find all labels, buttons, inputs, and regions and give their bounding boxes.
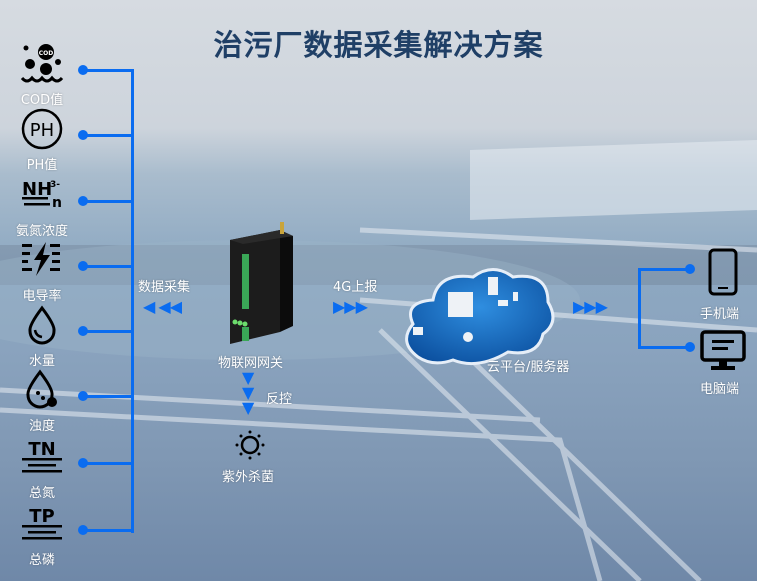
monitor-icon[interactable] xyxy=(700,330,746,372)
client-link xyxy=(638,268,690,271)
client-label: 手机端 xyxy=(700,307,740,322)
control-label: 反控 xyxy=(266,392,293,407)
cloud-label: 云平台/服务器 xyxy=(487,360,570,375)
collect-label: 数据采集 xyxy=(138,280,191,295)
svg-text:COD: COD xyxy=(39,50,54,57)
cod-icon: COD xyxy=(20,42,64,86)
sensor-label: 总氮 xyxy=(28,486,55,501)
client-dot xyxy=(685,342,695,352)
svg-text:3-: 3- xyxy=(50,180,60,190)
sensor-label: 水量 xyxy=(28,354,55,369)
client-bus-line xyxy=(638,269,641,348)
tn-icon: TN xyxy=(20,435,64,479)
sensor-link xyxy=(83,462,133,465)
sensor-label: 氨氮浓度 xyxy=(15,224,68,239)
svg-text:NH: NH xyxy=(22,179,52,200)
water-drop-icon xyxy=(20,303,64,347)
tp-icon: TP xyxy=(20,502,64,546)
gateway-label: 物联网网关 xyxy=(218,356,284,371)
sensor-link xyxy=(83,69,133,72)
phone-icon[interactable] xyxy=(708,248,738,296)
sensor-bus-line xyxy=(131,69,134,533)
sensor-label: 浊度 xyxy=(28,419,55,434)
iot-gateway-device xyxy=(230,222,293,344)
uv-sun-icon xyxy=(235,430,265,460)
sensor-link xyxy=(83,395,133,398)
client-label: 电脑端 xyxy=(700,382,740,397)
sensor-link xyxy=(83,200,133,203)
ph-icon: PH xyxy=(20,107,64,151)
page-title: 治污厂数据采集解决方案 xyxy=(213,28,544,62)
client-link xyxy=(638,346,690,349)
svg-text:TN: TN xyxy=(28,439,55,460)
svg-text:PH: PH xyxy=(30,120,54,141)
sensor-label: COD值 xyxy=(20,93,64,108)
svg-text:TP: TP xyxy=(29,506,54,527)
svg-text:n: n xyxy=(52,195,62,211)
cloud-platform-icon xyxy=(405,268,555,366)
sensor-label: PH值 xyxy=(26,158,58,173)
uv-label: 紫外杀菌 xyxy=(222,470,275,485)
upload-label: 4G上报 xyxy=(333,280,378,295)
turbidity-icon xyxy=(20,368,64,412)
sensor-label: 总磷 xyxy=(28,553,55,568)
sensor-link xyxy=(83,330,133,333)
client-arrows-icon: ▶▶▶ xyxy=(573,297,608,316)
down-arrows-icon: ▼▼▼ xyxy=(242,368,254,417)
client-dot xyxy=(685,264,695,274)
sensor-link xyxy=(83,265,133,268)
upload-arrows-icon: ▶▶▶ xyxy=(333,297,368,316)
sensor-label: 电导率 xyxy=(22,289,62,304)
sensor-link xyxy=(83,134,133,137)
collect-arrows-icon: ◀ ◀◀ xyxy=(143,297,182,316)
conductivity-icon xyxy=(20,238,64,282)
sensor-link xyxy=(83,529,133,532)
